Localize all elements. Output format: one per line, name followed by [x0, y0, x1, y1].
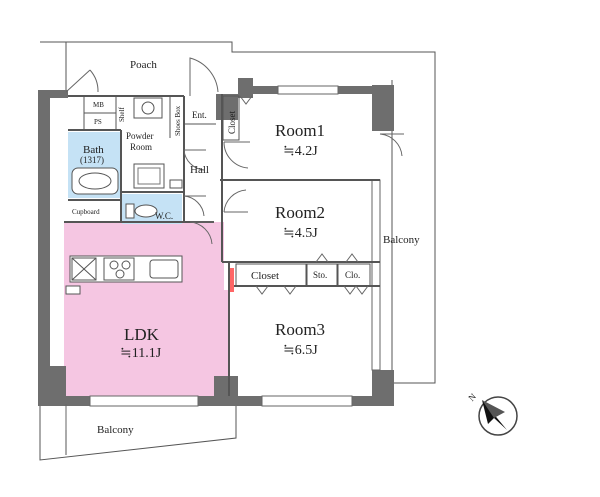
poach-outline — [40, 41, 436, 384]
ldk-floor-lower — [64, 290, 229, 397]
closet-fold-mark-1 — [315, 253, 329, 263]
clo-label: Clo. — [345, 270, 360, 280]
hall-small-fixture — [169, 179, 183, 189]
door-powder — [183, 149, 206, 171]
room3-area: ≒6.5J — [283, 343, 318, 358]
wall-right-bottom — [372, 370, 394, 406]
toilet — [125, 203, 158, 219]
kitchen-counter — [69, 255, 183, 283]
wall-corner-mid — [214, 376, 238, 406]
closet-vertical-label: Closet — [227, 110, 237, 134]
ldk-area: ≒11.1J — [120, 346, 162, 361]
door-wc — [183, 195, 206, 217]
room2-area: ≒4.5J — [283, 226, 318, 241]
compass-north-label: N — [466, 391, 478, 403]
mb-label: MB — [93, 101, 104, 109]
balcony-bottom-outline — [39, 404, 237, 461]
compass-ring — [478, 396, 518, 436]
powder-label-line1: Powder — [126, 131, 154, 141]
door-poach — [65, 69, 99, 93]
clo-box — [337, 263, 371, 287]
sto-box — [306, 263, 338, 287]
balcony-right-label: Balcony — [383, 234, 420, 246]
window-room-right — [371, 179, 381, 371]
compass-needle-tail — [482, 400, 505, 418]
shoes-box-label: Shoes Box — [174, 105, 182, 136]
washbasin — [133, 97, 163, 119]
room3-name: Room3 — [275, 320, 325, 339]
door-ldk — [189, 221, 214, 245]
closet-row-label: Closet — [251, 270, 279, 282]
door-room1 — [223, 141, 250, 169]
window-room3-bottom — [261, 395, 353, 407]
window-room1 — [277, 85, 339, 95]
cupboard-label: Cupboard — [72, 208, 100, 216]
ldk-small-fixture — [65, 285, 81, 295]
compass: N — [466, 391, 518, 436]
ldk-ventilation — [230, 268, 234, 292]
wall-corner-bl — [46, 366, 66, 406]
closet-row-box — [235, 263, 307, 287]
washing-machine — [133, 163, 165, 189]
ent-label: Ent. — [192, 110, 207, 120]
closet-fold-mark-5 — [343, 285, 357, 295]
closet-fold-mark-3 — [255, 285, 269, 295]
bathtub — [71, 167, 119, 195]
shelf-label: Shelf — [118, 107, 126, 122]
room1-area: ≒4.2J — [283, 144, 318, 159]
door-entrance — [189, 57, 219, 96]
powder-label-line2: Room — [130, 142, 152, 152]
poach-label: Poach — [130, 59, 157, 71]
room2-name: Room2 — [275, 203, 325, 222]
door-balcony — [379, 133, 404, 157]
wall-left — [38, 90, 50, 406]
closet-fold-mark-2 — [345, 253, 359, 263]
closet-fold-mark-4 — [283, 285, 297, 295]
closet-fold-mark-7 — [239, 95, 253, 105]
balcony-bottom-label: Balcony — [97, 424, 134, 436]
wall-top-left — [38, 90, 68, 98]
wall-right-top — [372, 85, 394, 131]
wc-label: W.C. — [155, 211, 173, 221]
room1-name: Room1 — [275, 121, 325, 140]
ps-label: PS — [94, 118, 102, 126]
closet-vertical-box — [222, 95, 240, 141]
bath-name: Bath — [83, 144, 104, 156]
ldk-name: LDK — [124, 325, 160, 344]
door-room2 — [223, 189, 248, 213]
bath-size: (1317) — [80, 155, 104, 165]
sto-label: Sto. — [313, 270, 327, 280]
window-ldk-bottom — [89, 395, 199, 407]
hall-label: Hall — [190, 164, 209, 176]
closet-fold-mark-6 — [355, 285, 369, 295]
